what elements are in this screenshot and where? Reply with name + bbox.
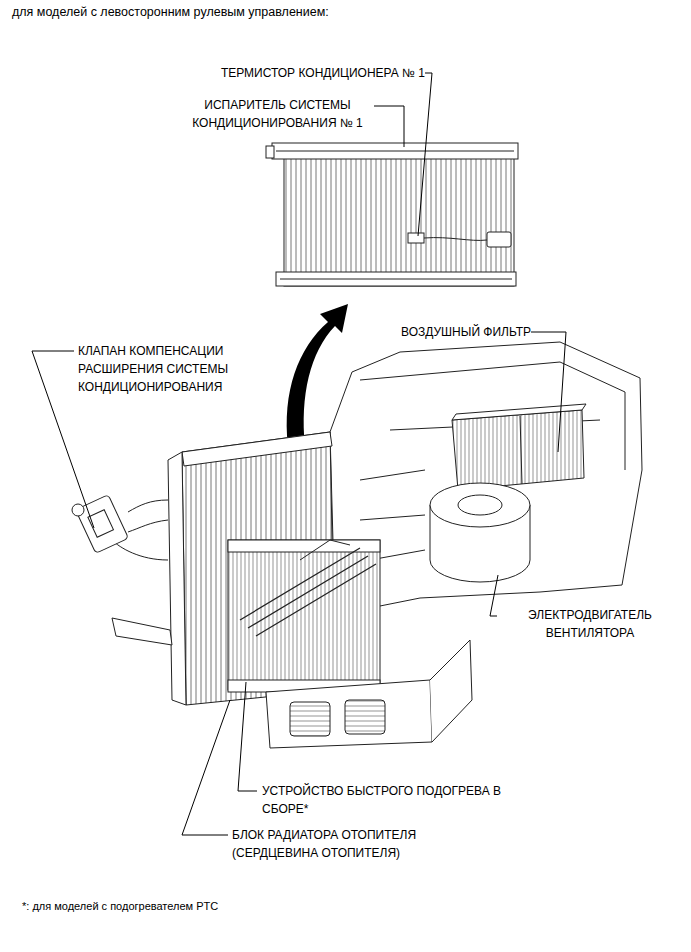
air-conditioning-unit [72, 342, 642, 748]
part-label: ЭЛЕКТРОДВИГАТЕЛЬ ВЕНТИЛЯТОРА [500, 606, 680, 642]
part-label: КЛАПАН КОМПЕНСАЦИИ РАСШИРЕНИЯ СИСТЕМЫ КО… [78, 342, 246, 396]
leader-lines [32, 73, 566, 835]
footnote: *: для моделей с подогревателем PTC [22, 897, 218, 915]
part-label: ТЕРМИСТОР КОНДИЦИОНЕРА № 1 [221, 64, 425, 82]
evaporator-detail [266, 143, 518, 286]
part-label: УСТРОЙСТВО БЫСТРОГО ПОДОГРЕВА В СБОРЕ* [262, 782, 502, 818]
part-label: БЛОК РАДИАТОРА ОТОПИТЕЛЯ (СЕРДЦЕВИНА ОТО… [232, 826, 462, 862]
page-heading: для моделей с левосторонним рулевым упра… [12, 3, 329, 21]
part-label: ИСПАРИТЕЛЬ СИСТЕМЫ КОНДИЦИОНИРОВАНИЯ № 1 [185, 96, 370, 132]
part-label: ВОЗДУШНЫЙ ФИЛЬТР [401, 323, 531, 341]
